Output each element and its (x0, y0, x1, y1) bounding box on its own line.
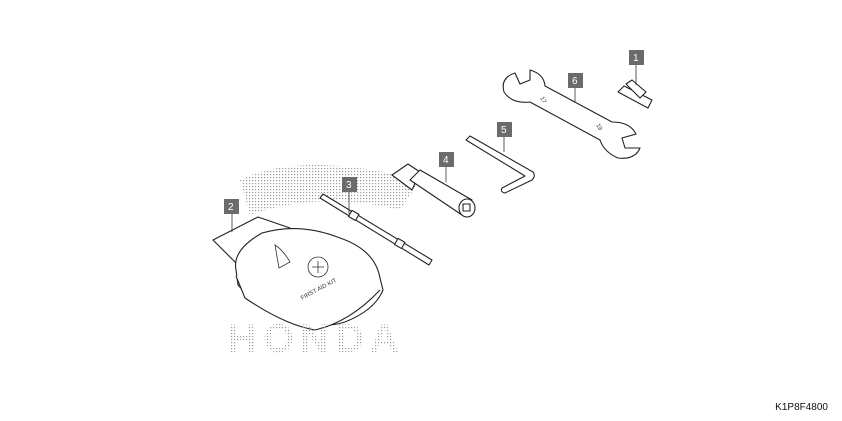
callout-4: 4 (439, 152, 454, 182)
svg-text:2: 2 (228, 202, 234, 213)
svg-text:6: 6 (572, 76, 578, 87)
callout-5: 5 (497, 122, 512, 152)
svg-text:3: 3 (346, 180, 352, 191)
callout-1: 1 (629, 50, 644, 85)
screwdriver (319, 193, 433, 266)
plug-wrench (391, 163, 476, 218)
callout-2: 2 (224, 199, 239, 232)
callout-3: 3 (342, 177, 357, 214)
svg-text:4: 4 (443, 155, 449, 166)
hex-wrench (465, 135, 535, 194)
figure-code: K1P8F4800 (775, 402, 828, 413)
callout-6: 6 (568, 73, 583, 102)
fuse-clip (617, 79, 653, 109)
open-end-wrench: 17 19 (502, 69, 641, 159)
wrench-mark-17: 17 (538, 96, 547, 105)
tool-bag: FIRST AID KIT (212, 216, 384, 331)
wrench-mark-19: 19 (594, 123, 603, 132)
honda-watermark: HONDA (228, 317, 405, 361)
watermark-swoosh (240, 165, 420, 215)
svg-text:1: 1 (633, 53, 639, 64)
svg-text:5: 5 (501, 125, 507, 136)
